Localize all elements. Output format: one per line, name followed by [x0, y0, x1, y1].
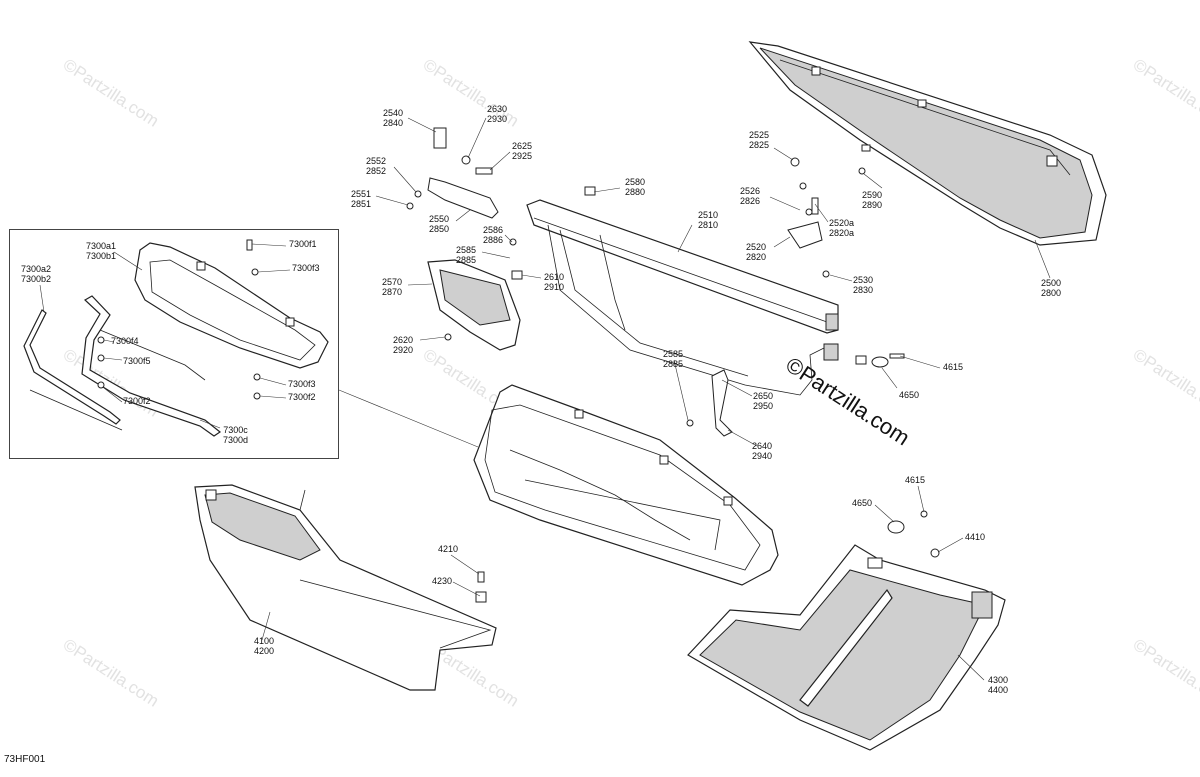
hardware-parts — [97, 127, 940, 603]
callout-4410: 4410 — [965, 532, 986, 542]
callout-4650-a: 4650 — [899, 390, 920, 400]
leader-lines — [39, 117, 1051, 681]
inset-frame — [9, 229, 339, 459]
callout-7300f5: 7300f5 — [123, 356, 151, 366]
inset-tube — [81, 295, 222, 437]
callout-4650-b: 4650 — [852, 498, 873, 508]
right-skid-plate — [687, 544, 1006, 751]
door-frame — [526, 199, 867, 396]
diagram-reference: 73HF001 — [4, 754, 46, 765]
callout-4210: 4210 — [438, 544, 459, 554]
callout-7300f2-a: 7300f2 — [288, 392, 316, 402]
upper-side-panel — [748, 41, 1107, 246]
callout-4230: 4230 — [432, 576, 453, 586]
callout-4615-b: 4615 — [905, 475, 926, 485]
lower-door-panel — [473, 384, 779, 586]
callout-7300f2-b: 7300f2 — [123, 396, 151, 406]
callout-4615-a: 4615 — [943, 362, 964, 372]
left-skid-plate — [194, 484, 497, 691]
inset-rail — [23, 309, 121, 425]
callout-7300f4: 7300f4 — [111, 336, 139, 346]
callout-7300f3-a: 7300f3 — [292, 263, 320, 273]
inset-side-panel — [134, 242, 329, 369]
callout-7300f1: 7300f1 — [289, 239, 317, 249]
callout-7300f3-b: 7300f3 — [288, 379, 316, 389]
